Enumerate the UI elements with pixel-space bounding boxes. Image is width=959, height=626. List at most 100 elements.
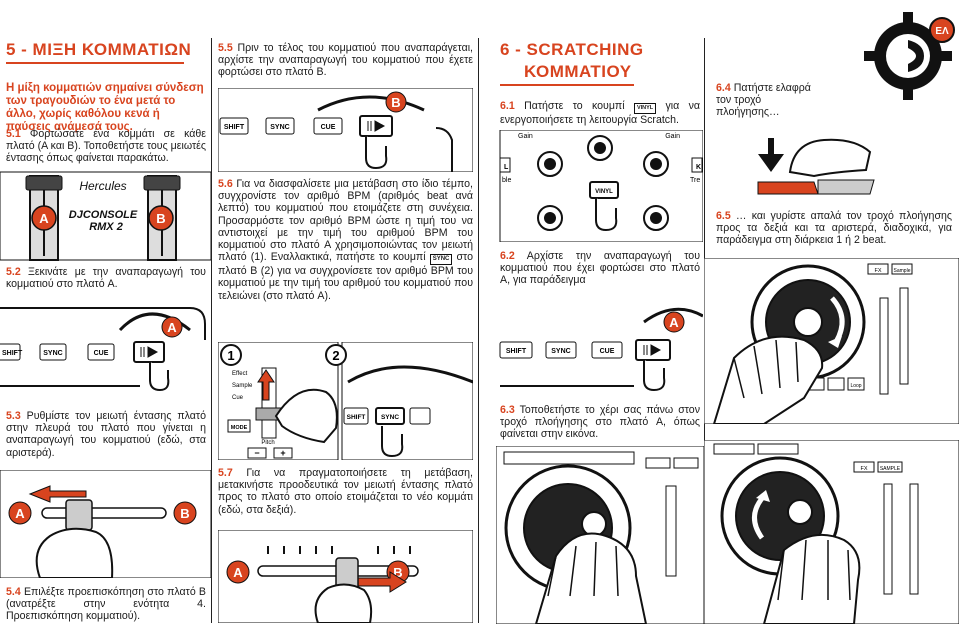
pitch-fader-and-sync-illustration: 1 2 Effect Sample Cue MODE Pitch − + SHI… bbox=[218, 342, 473, 460]
vinyl-inline-icon: VINYL bbox=[633, 103, 657, 114]
brand-logo: Hercules bbox=[79, 179, 126, 193]
step-6-1: 6.1 Πατήστε το κουμπί VINYL για να ενεργ… bbox=[500, 100, 700, 126]
model-name: RMX 2 bbox=[89, 221, 123, 233]
step-number: 6.4 bbox=[716, 82, 731, 94]
treble-label: ble bbox=[502, 177, 511, 184]
fx-label: FX bbox=[874, 268, 881, 274]
step-text: Πατήστε ελαφρά τον τροχό πλοήγησης… bbox=[716, 82, 811, 119]
crossfader-right-illustration: A B bbox=[218, 530, 473, 623]
step-text: Για να πραγματοποιήσετε τη μετάβαση, μετ… bbox=[218, 467, 473, 516]
loop-label: Loop bbox=[850, 383, 861, 389]
step-6-3: 6.3 Τοποθετήστε το χέρι σας πάνω στον τρ… bbox=[500, 404, 700, 441]
shift-button-label: SHIFT bbox=[347, 414, 366, 421]
step-number: 5.5 bbox=[218, 42, 233, 54]
intro-text: Η μίξη κομματιών σημαίνει σύνδεση των τρ… bbox=[6, 82, 204, 133]
step-5-4: 5.4 Επιλέξτε προεπισκόπηση στο πλατό B (… bbox=[6, 586, 206, 623]
rotate-jogwheel-right-illustration: FX Sample Loop bbox=[704, 258, 959, 424]
step-text: στο πλατό B (2) για να συγχρονίσετε τον … bbox=[218, 251, 473, 302]
title-underline bbox=[6, 62, 184, 64]
k-button-label: K bbox=[696, 164, 701, 171]
step-text: Επιλέξτε προεπισκόπηση στο πλατό B (ανατ… bbox=[6, 586, 206, 623]
effect-label: Effect bbox=[232, 371, 248, 377]
mode-button-label: MODE bbox=[231, 425, 248, 431]
step-number: 6.1 bbox=[500, 100, 515, 112]
step-5-1: 5.1 Φορτώσατε ένα κομμάτι σε κάθε πλατό … bbox=[6, 128, 206, 165]
divider bbox=[211, 38, 212, 623]
cue-button-label: CUE bbox=[321, 124, 336, 131]
step-text: Φορτώσατε ένα κομμάτι σε κάθε πλατό (A κ… bbox=[6, 128, 206, 165]
step-5-2: 5.2 Ξεκινάτε με την αναπαραγωγή του κομμ… bbox=[6, 266, 206, 290]
deck-a-badge: A bbox=[167, 320, 177, 335]
step-text: Πριν το τέλος του κομματιού που αναπαράγ… bbox=[218, 42, 473, 79]
step-5-3: 5.3 Ρυθμίστε τον μειωτή έντασης πλατό στ… bbox=[6, 410, 206, 459]
deck-b-badge: B bbox=[393, 565, 402, 580]
console-faders-illustration: A B Hercules DJCONSOLE RMX 2 bbox=[0, 171, 211, 261]
deck-a-badge: A bbox=[669, 315, 679, 330]
rotate-jogwheel-left-illustration: FX SAMPLE bbox=[704, 440, 959, 624]
step-text: Τοποθετήστε το χέρι σας πάνω στον τροχό … bbox=[500, 404, 700, 441]
sample-label: SAMPLE bbox=[880, 466, 901, 472]
pitch-label: Pitch bbox=[261, 440, 274, 446]
play-button-deck-b-illustration: B SHIFT SYNC CUE bbox=[218, 88, 473, 172]
language-badge-gear-icon: ΕΛ bbox=[864, 12, 955, 100]
press-jogwheel-illustration bbox=[757, 138, 875, 195]
step-number: 6.5 bbox=[716, 210, 731, 222]
pitch-minus-label: − bbox=[254, 448, 259, 458]
l-button-label: L bbox=[504, 164, 509, 171]
step-number: 6.3 bbox=[500, 404, 515, 416]
sample-label: Sample bbox=[894, 268, 911, 274]
pitch-plus-label: + bbox=[280, 448, 285, 458]
divider bbox=[478, 38, 479, 623]
fx-label: FX bbox=[860, 466, 867, 472]
step-text: Αρχίστε την αναπαραγωγή του κομματιού πο… bbox=[500, 250, 700, 287]
gain-label: Gain bbox=[665, 133, 680, 140]
step-number: 5.6 bbox=[218, 178, 233, 190]
step-text: Ξεκινάτε με την αναπαραγωγή του κομματιο… bbox=[6, 266, 206, 291]
step-6-2: 6.2 Αρχίστε την αναπαραγωγή του κομματιο… bbox=[500, 250, 700, 287]
vinyl-button-illustration: Gain Gain ble Tre L K VINYL bbox=[499, 130, 703, 242]
deck-a-badge: A bbox=[233, 565, 243, 580]
step-text: για να ενεργοποιήσετε τη λειτουργία Scra… bbox=[500, 100, 701, 126]
step-6-4: 6.4 Πατήστε ελαφρά τον τροχό πλοήγησης… bbox=[716, 82, 820, 119]
deck-b-badge: B bbox=[156, 211, 165, 226]
step-marker-2: 2 bbox=[332, 348, 339, 363]
cue-button-label: CUE bbox=[600, 348, 615, 355]
sample-label: Sample bbox=[232, 383, 253, 389]
step-number: 5.7 bbox=[218, 467, 233, 479]
cue-label: Cue bbox=[232, 395, 244, 401]
treble-label: Tre bbox=[690, 177, 700, 184]
step-text: Ρυθμίστε τον μειωτή έντασης πλατό στην π… bbox=[6, 410, 206, 459]
step-text: … και γυρίστε απαλά τον τροχό πλοήγησης … bbox=[716, 210, 952, 247]
shift-button-label: SHIFT bbox=[2, 350, 23, 357]
deck-a-badge: A bbox=[39, 211, 49, 226]
cue-button-label: CUE bbox=[94, 350, 109, 357]
step-5-6: 5.6 Για να διασφαλίσετε μια μετάβαση στο… bbox=[218, 178, 473, 302]
section-title-scratching: ΚΟΜΜΑΤΙΟΥ bbox=[524, 62, 632, 81]
title-underline bbox=[500, 84, 634, 86]
step-number: 5.1 bbox=[6, 128, 21, 140]
step-number: 6.2 bbox=[500, 250, 515, 262]
play-button-deck-a-illustration: A SHIFT SYNC CUE bbox=[499, 307, 703, 392]
sync-button-label: SYNC bbox=[381, 414, 399, 421]
deck-b-badge: B bbox=[180, 506, 189, 521]
sync-inline-icon: SYNC bbox=[429, 254, 453, 266]
step-5-5: 5.5 Πριν το τέλος του κομματιού που αναπ… bbox=[218, 42, 473, 79]
step-text: Πατήστε το κουμπί bbox=[524, 100, 625, 112]
step-marker-1: 1 bbox=[227, 348, 234, 363]
deck-a-badge: A bbox=[15, 506, 25, 521]
step-5-7: 5.7 Για να πραγματοποιήσετε τη μετάβαση,… bbox=[218, 467, 473, 516]
step-number: 5.2 bbox=[6, 266, 21, 278]
model-name: DJCONSOLE bbox=[69, 209, 138, 221]
sync-button-label: SYNC bbox=[551, 348, 570, 355]
sync-button-label: SYNC bbox=[270, 124, 289, 131]
vinyl-button-label: VINYL bbox=[595, 189, 613, 195]
crossfader-left-illustration: A B bbox=[0, 470, 211, 578]
step-6-5: 6.5 … και γυρίστε απαλά τον τροχό πλοήγη… bbox=[716, 210, 952, 247]
step-number: 5.4 bbox=[6, 586, 21, 598]
shift-button-label: SHIFT bbox=[506, 348, 527, 355]
section-title-scratching: 6 - SCRATCHING bbox=[500, 40, 644, 59]
step-number: 5.3 bbox=[6, 410, 21, 422]
gain-label: Gain bbox=[518, 133, 533, 140]
play-button-deck-a-illustration: A SHIFT SYNC CUE bbox=[0, 307, 206, 392]
language-badge: ΕΛ bbox=[935, 26, 949, 37]
